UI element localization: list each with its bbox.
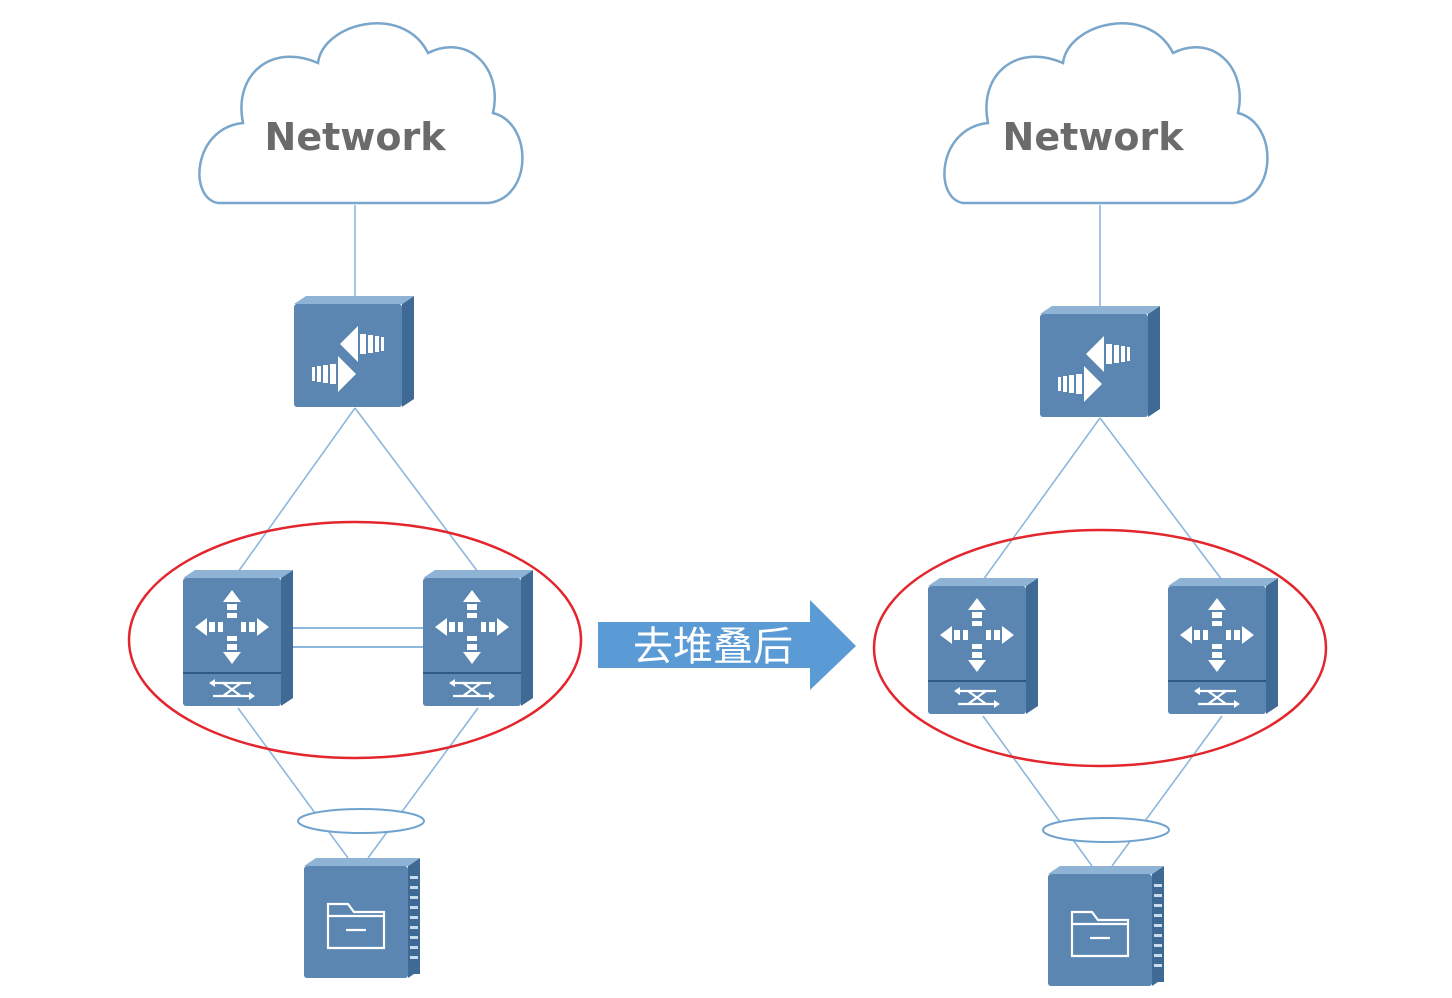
- transition-label: 去堆叠后: [633, 624, 793, 670]
- core-switch-icon: [181, 568, 295, 708]
- left-highlight-ring: [127, 520, 583, 760]
- router-icon: [1040, 306, 1160, 417]
- core-switch-icon: [1166, 576, 1280, 716]
- switch-right-to-server-link: [367, 707, 479, 859]
- cloud-icon: [943, 22, 1269, 205]
- right-topology: Network: [872, 22, 1328, 988]
- link-aggregation-ellipse: [297, 808, 425, 834]
- right-highlight-ring: [872, 528, 1328, 768]
- left-cloud-label: Network: [265, 115, 447, 159]
- right-cloud-label: Network: [1003, 115, 1185, 159]
- router-to-switch-right-link: [354, 407, 479, 573]
- core-switch-icon: [421, 568, 535, 708]
- server-icon: [302, 856, 422, 980]
- arrow-shape: [598, 600, 856, 690]
- router-to-switch-right-link: [1099, 417, 1223, 581]
- router-to-switch-left-link: [982, 417, 1101, 581]
- left-topology: Network: [127, 22, 583, 980]
- router-to-switch-left-link: [237, 407, 356, 573]
- server-icon: [1046, 864, 1166, 988]
- cloud-icon: [198, 22, 524, 205]
- link-aggregation-ellipse: [1042, 817, 1170, 843]
- core-switch-icon: [926, 576, 1040, 716]
- switch-left-to-server-link: [982, 715, 1093, 867]
- router-icon: [294, 296, 414, 407]
- transition-arrow: 去堆叠后: [598, 600, 856, 690]
- switch-left-to-server-link: [237, 707, 349, 859]
- switch-right-to-server-link: [1111, 715, 1223, 867]
